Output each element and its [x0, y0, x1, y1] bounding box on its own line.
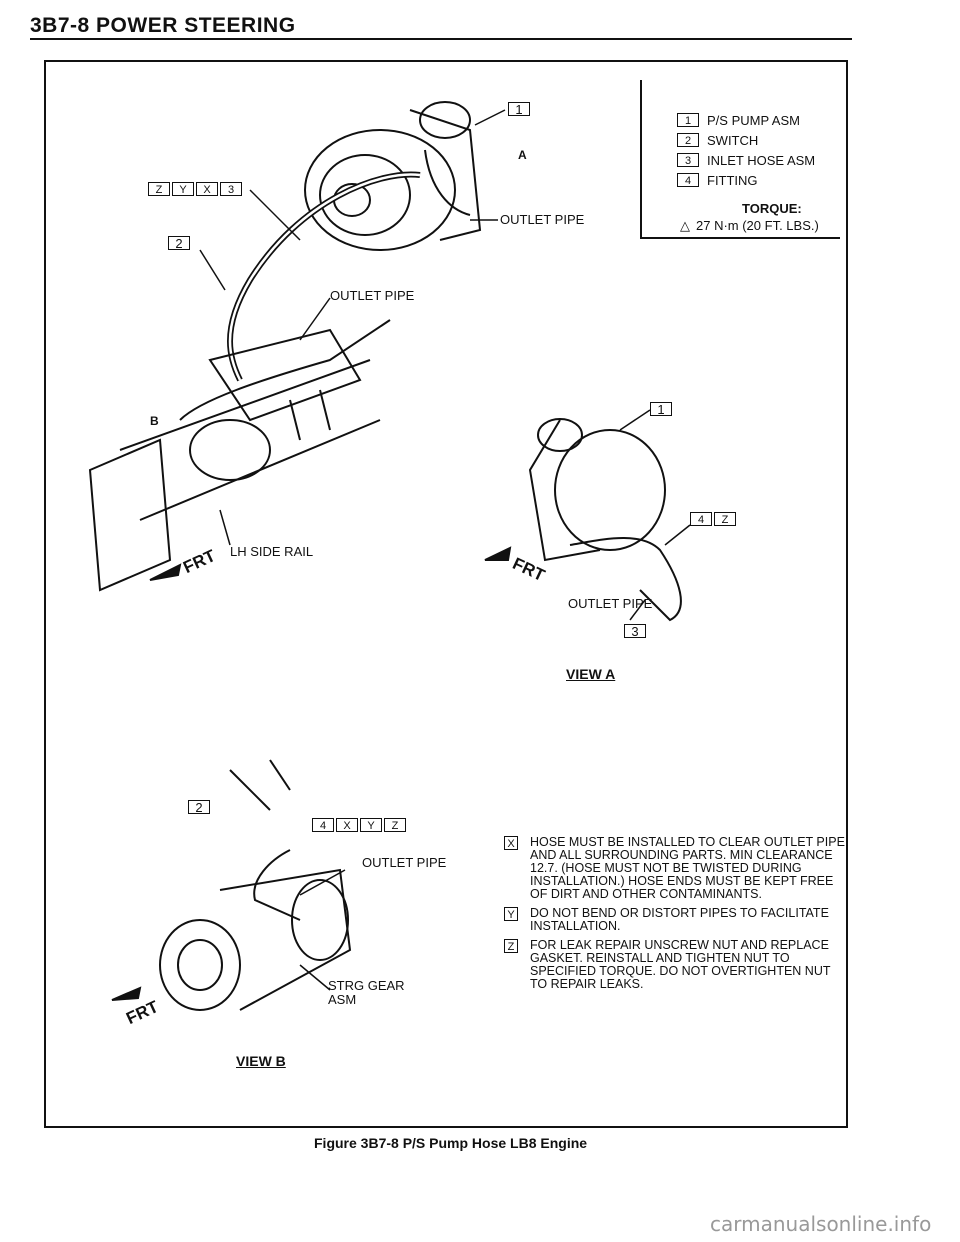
inlet-hose — [227, 171, 421, 382]
label-strg-gear: STRG GEAR — [328, 978, 405, 993]
label-view-marker-b: B — [150, 414, 159, 428]
label-outlet-pipe-view-a: OUTLET PIPE — [568, 596, 653, 611]
note-text: DO NOT BEND OR DISTORT PIPES TO FACILITA… — [530, 906, 829, 933]
label-strg-gear-asm: ASM — [328, 992, 357, 1007]
installation-notes: X HOSE MUST BE INSTALLED TO CLEAR OUTLET… — [504, 836, 849, 997]
label-outlet-pipe-top: OUTLET PIPE — [500, 212, 585, 227]
callout-box: 3 — [220, 182, 242, 196]
callout-box: Z — [384, 818, 406, 832]
legend-number: 3 — [677, 153, 699, 167]
watermark: carmanualsonline.info — [710, 1212, 932, 1236]
view-a-title: VIEW A — [566, 666, 616, 682]
callout-switch-view-b: 2 — [188, 800, 210, 815]
legend-label: SWITCH — [707, 132, 759, 148]
legend-item: 4 FITTING — [677, 170, 815, 190]
legend-number: 1 — [677, 113, 699, 127]
legend-rule — [640, 237, 840, 239]
legend-item: 2 SWITCH — [677, 130, 815, 150]
callout-box: Y — [172, 182, 194, 196]
callout-box: 4 — [312, 818, 334, 832]
note-item: Y DO NOT BEND OR DISTORT PIPES TO FACILI… — [504, 907, 849, 933]
callout-box: Y — [360, 818, 382, 832]
callout-box: X — [196, 182, 218, 196]
steering-gear-top — [88, 319, 391, 592]
callout-switch: 2 — [168, 236, 190, 251]
torque-value-row: △ 27 N·m (20 FT. LBS.) — [680, 218, 819, 234]
callout-box: Z — [714, 512, 736, 526]
figure-caption: Figure 3B7-8 P/S Pump Hose LB8 Engine — [314, 1135, 588, 1151]
callout-pump-view-a: 1 — [650, 402, 672, 417]
pump-view-a — [528, 409, 691, 622]
callout-group-view-a: 4 Z — [690, 512, 736, 526]
callout-group-view-b: 4 X Y Z — [312, 818, 406, 832]
legend-label: FITTING — [707, 172, 758, 188]
callout-pump: 1 — [508, 102, 530, 117]
steering-gear-view-b — [159, 759, 352, 1011]
note-item: Z FOR LEAK REPAIR UNSCREW NUT AND REPLAC… — [504, 939, 849, 991]
label-outlet-pipe-mid: OUTLET PIPE — [330, 288, 415, 303]
note-text: FOR LEAK REPAIR UNSCREW NUT AND REPLACE … — [530, 938, 831, 991]
label-view-marker-a: A — [518, 148, 527, 162]
label-lh-side-rail: LH SIDE RAIL — [230, 544, 314, 559]
callout-box: X — [336, 818, 358, 832]
note-item: X HOSE MUST BE INSTALLED TO CLEAR OUTLET… — [504, 836, 849, 901]
label-outlet-pipe-view-b: OUTLET PIPE — [362, 855, 447, 870]
torque-title: TORQUE: — [742, 201, 802, 216]
pump-assembly-top — [304, 101, 482, 251]
legend-item: 3 INLET HOSE ASM — [677, 150, 815, 170]
page-header: 3B7-8 POWER STEERING — [30, 14, 296, 37]
note-text: HOSE MUST BE INSTALLED TO CLEAR OUTLET P… — [530, 835, 845, 901]
callout-box: Z — [148, 182, 170, 196]
legend-number: 2 — [677, 133, 699, 147]
parts-legend: 1 P/S PUMP ASM 2 SWITCH 3 INLET HOSE ASM… — [677, 110, 815, 190]
header-rule — [30, 38, 852, 40]
note-key: Z — [504, 939, 518, 953]
note-key: Y — [504, 907, 518, 921]
torque-value: 27 N·m (20 FT. LBS.) — [696, 218, 819, 233]
callout-group-top-left: Z Y X 3 — [148, 182, 242, 196]
legend-number: 4 — [677, 173, 699, 187]
callout-box: 4 — [690, 512, 712, 526]
callout-hose-view-a: 3 — [624, 624, 646, 639]
legend-item: 1 P/S PUMP ASM — [677, 110, 815, 130]
view-b-title: VIEW B — [236, 1053, 286, 1069]
note-key: X — [504, 836, 518, 850]
legend-label: P/S PUMP ASM — [707, 112, 800, 128]
warning-triangle-icon: △ — [680, 218, 690, 233]
figure-frame — [44, 60, 848, 1128]
legend-divider — [640, 80, 642, 238]
legend-label: INLET HOSE ASM — [707, 152, 816, 168]
